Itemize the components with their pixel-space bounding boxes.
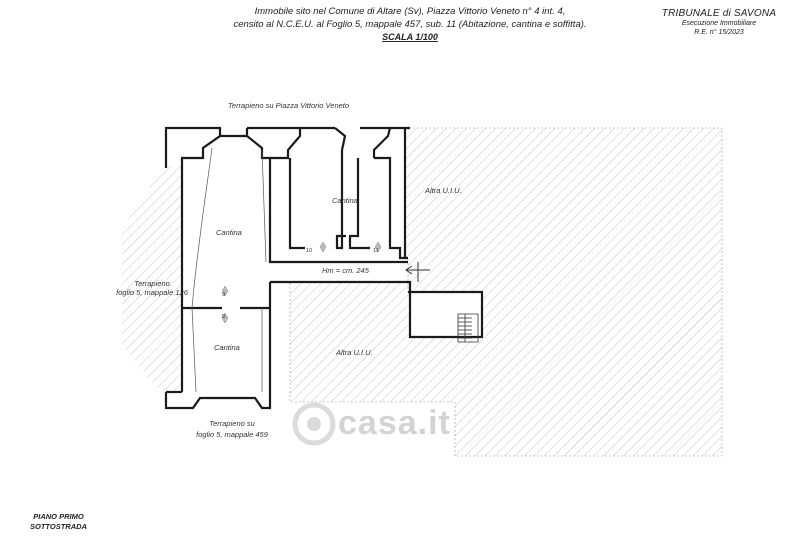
- label-altra-uiu-bottom: Altra U.I.U.: [336, 348, 373, 357]
- floor-label-line2: SOTTOSTRADA: [30, 522, 87, 531]
- watermark-text: casa.it: [338, 404, 451, 442]
- floor-label: PIANO PRIMO SOTTOSTRADA: [30, 512, 87, 532]
- label-left-terrain-line1: Terrapieno: [134, 279, 170, 288]
- tribunal-case-number: R.E. n° 15/2023: [694, 29, 744, 36]
- marker-9-label: 9: [222, 292, 226, 298]
- photo-marker-8-icon: [221, 312, 229, 324]
- scale-label: SCALA 1/100: [382, 32, 438, 42]
- photo-marker-9-icon: [221, 285, 229, 297]
- photo-marker-11-icon: [374, 241, 382, 253]
- entry-arrow-icon: [405, 262, 430, 282]
- label-bottom-terrain: Terrapieno su foglio 5, mappale 459: [172, 418, 292, 440]
- marker-8-label: 8: [222, 314, 226, 320]
- left-terrain-hatched-area: [122, 160, 182, 392]
- label-altra-uiu-right: Altra U.I.U.: [425, 186, 462, 195]
- label-bottom-terrain-line1: Terrapieno su: [209, 419, 255, 428]
- label-left-terrain-line2: foglio 5, mappale 126: [116, 288, 188, 297]
- walls: [164, 126, 484, 410]
- label-cantina-center: Cantina: [332, 196, 358, 205]
- label-cantina-left: Cantina: [216, 228, 242, 237]
- watermark: [292, 402, 336, 446]
- vault-lines: [191, 147, 267, 393]
- label-bottom-terrain-line2: foglio 5, mappale 459: [196, 430, 268, 439]
- tribunal-subtitle: Esecuzione Immobiliare: [681, 20, 757, 27]
- altra-uiu-hatched-area: [289, 127, 723, 457]
- label-left-terrain: Terrapieno foglio 5, mappale 126: [92, 279, 212, 297]
- label-cantina-bottom: Cantina: [214, 343, 240, 352]
- header-line-1: Immobile sito nel Comune di Altare (Sv),…: [254, 6, 566, 17]
- tribunal-block: TRIBUNALE di SAVONA Esecuzione Immobilia…: [644, 8, 794, 37]
- photo-marker-10-icon: [319, 241, 327, 253]
- tribunal-title: TRIBUNALE di SAVONA: [661, 8, 777, 19]
- header-block: Immobile sito nel Comune di Altare (Sv),…: [180, 6, 640, 45]
- marker-10-label: 10: [306, 248, 313, 254]
- floor-label-line1: PIANO PRIMO: [33, 512, 84, 521]
- label-hm: Hm = cm. 245: [322, 266, 369, 275]
- label-top-terrain: Terrapieno su Piazza Vittorio Veneto: [228, 101, 350, 110]
- header-line-2: censito al N.C.E.U. al Foglio 5, mappale…: [233, 18, 587, 30]
- stair: [457, 313, 479, 343]
- marker-11-label: 11: [373, 248, 379, 254]
